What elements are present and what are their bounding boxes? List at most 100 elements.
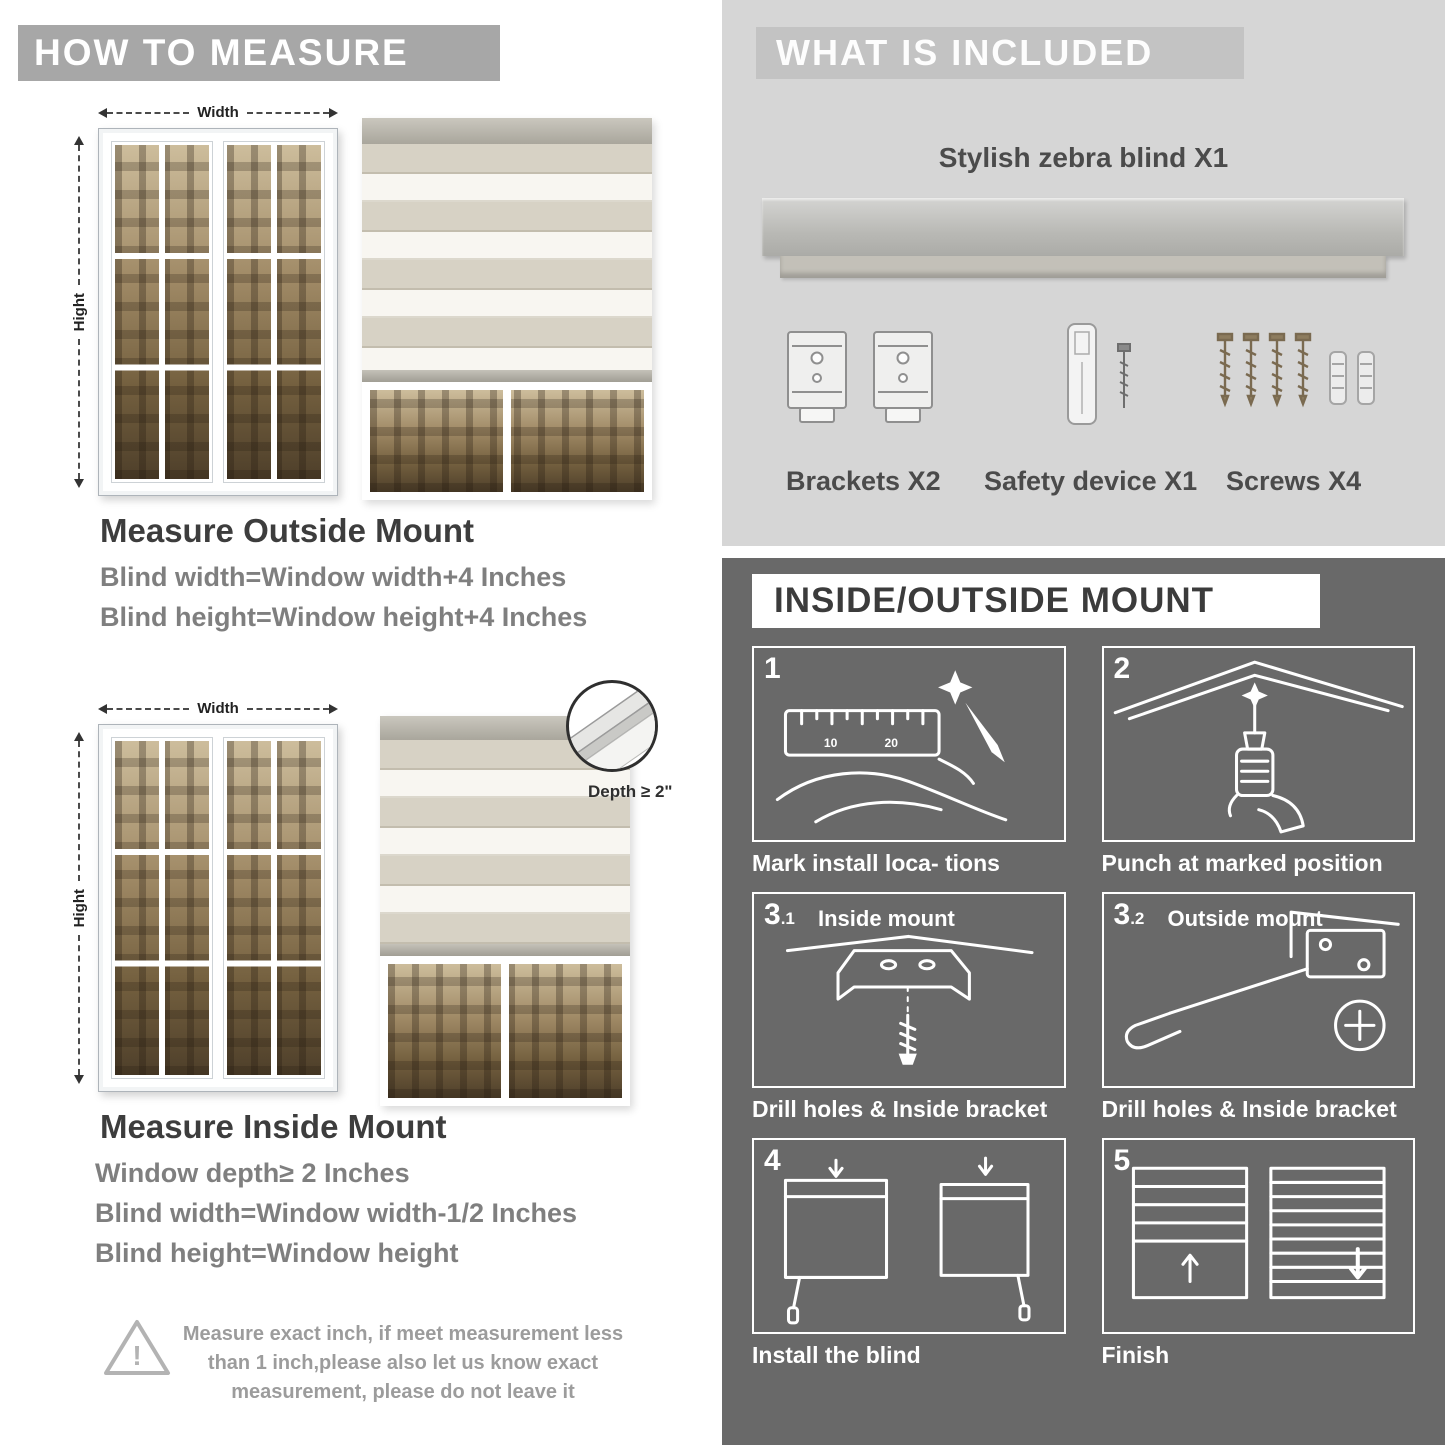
svg-text:10: 10: [824, 736, 838, 750]
inside-mount-line2: Blind width=Window width-1/2 Inches: [95, 1198, 578, 1228]
dashed-line: [246, 111, 330, 114]
mount-step-4: 4: [752, 1138, 1066, 1374]
step-number: 1: [764, 652, 781, 686]
svg-text:20: 20: [884, 736, 898, 750]
window-illustration-inside: [98, 724, 338, 1092]
window-frame-corner-icon: [569, 683, 655, 769]
step-number-text: 3: [764, 898, 781, 931]
mount-steps-grid: 1 10 20: [752, 646, 1415, 1384]
step-caption: Mark install loca- tions: [752, 850, 1000, 876]
inside-bracket-illustration: [785, 934, 1034, 1065]
height-label: Hight: [70, 292, 88, 332]
how-to-measure-banner: HOW TO MEASURE: [18, 25, 500, 81]
inside-mount-title: Measure Inside Mount: [100, 1108, 447, 1145]
window-muntins: [227, 145, 321, 479]
safety-device-label: Safety device X1: [984, 466, 1198, 496]
dashed-line: [78, 145, 80, 285]
step-number-text: 3: [1113, 898, 1131, 931]
height-dimension-arrow: Hight: [70, 732, 88, 1085]
arrowhead-up-icon: [74, 136, 84, 145]
step-number: 4: [764, 1144, 781, 1178]
mount-step-5: 5 Finish: [1101, 1138, 1415, 1374]
safety-device-icon: [1067, 323, 1131, 425]
zebra-blind-illustration-inside: [380, 716, 630, 1106]
mount-step-2: 2: [1101, 646, 1415, 882]
dashed-line: [246, 707, 330, 710]
step-panel: 3.2 Outside mount: [1101, 892, 1415, 1088]
depth-detail-circle: [566, 680, 658, 772]
step-panel: 5: [1101, 1138, 1415, 1334]
dashed-line: [107, 111, 190, 114]
step-number: 5: [1114, 1144, 1131, 1178]
window-muntins: [115, 145, 209, 479]
zebra-blind-quantity-label: Stylish zebra blind X1: [938, 142, 1229, 173]
arrowhead-down-icon: [74, 479, 84, 489]
width-dimension-arrow: Width: [98, 104, 339, 121]
window-glass-photo: [370, 390, 644, 492]
arrowhead-down-icon: [74, 1075, 84, 1085]
blind-bottom-rail: [380, 944, 630, 956]
step-number-text: 4: [764, 1144, 781, 1177]
arrowhead-left-icon: [98, 107, 107, 118]
inside-outside-mount-title: INSIDE/OUTSIDE MOUNT: [774, 581, 1215, 620]
step-number: 2: [1114, 652, 1131, 686]
blind-cassette: [362, 118, 652, 144]
step-panel: 4: [752, 1138, 1066, 1334]
dashed-line: [78, 741, 80, 881]
window-illustration-outside: [98, 128, 338, 496]
zebra-blind-illustration-outside: [362, 118, 652, 500]
step-panel: 3.1 Inside mount: [752, 892, 1066, 1088]
window-casement: [111, 141, 213, 483]
step-title: Inside mount: [818, 906, 955, 931]
blind-headrail-image: [762, 198, 1404, 256]
step-caption: Finish: [1101, 1342, 1170, 1368]
what-is-included-banner: WHAT IS INCLUDED: [756, 27, 1244, 79]
screws-icon: [1216, 332, 1375, 408]
svg-text:!: !: [132, 1340, 141, 1371]
dashed-line: [107, 707, 190, 710]
measure-warning-note: Measure exact inch, if meet measurement …: [182, 1323, 624, 1403]
mount-instructions-section: INSIDE/OUTSIDE MOUNT 1: [722, 558, 1445, 1445]
screw-icon: [1117, 343, 1131, 408]
dashed-line: [78, 935, 80, 1076]
wall-anchors-icon: [1329, 351, 1375, 405]
mount-step-3-1: 3.1 Inside mount: [752, 892, 1066, 1128]
blind-bottom-rail: [362, 370, 652, 382]
outside-mount-line2: Blind height=Window height+4 Inches: [100, 602, 588, 632]
mount-step-3-2: 3.2 Outside mount: [1101, 892, 1415, 1128]
step-caption: Punch at marked position: [1101, 850, 1383, 876]
screws-label: Screws X4: [1226, 466, 1362, 496]
width-label: Width: [197, 700, 239, 717]
step-title: Outside mount: [1167, 906, 1323, 931]
step-caption: Drill holes & Inside bracket: [1101, 1096, 1397, 1122]
drill-illustration: [1113, 660, 1404, 834]
step-panel: 1 10 20: [752, 646, 1066, 842]
window-below-blind: [380, 956, 630, 1106]
window-casement: [223, 141, 325, 483]
window-below-blind: [362, 382, 652, 500]
height-label: Hight: [70, 888, 88, 928]
window-muntins: [227, 741, 321, 1075]
window-casement: [111, 737, 213, 1079]
inside-mount-line1: Window depth≥ 2 Inches: [95, 1158, 410, 1188]
depth-requirement-label: Depth ≥ 2": [588, 782, 673, 801]
window-casement: [223, 737, 325, 1079]
what-is-included-section: WHAT IS INCLUDED Stylish zebra blind X1: [722, 0, 1445, 546]
window-glass-photo: [388, 964, 622, 1098]
inside-outside-mount-banner: INSIDE/OUTSIDE MOUNT: [752, 574, 1320, 628]
arrowhead-right-icon: [329, 703, 339, 714]
what-is-included-title: WHAT IS INCLUDED: [776, 32, 1154, 73]
install-blind-illustration: [783, 1156, 1031, 1325]
mount-step-1: 1 10 20: [752, 646, 1066, 882]
step-panel: 2: [1101, 646, 1415, 842]
arrowhead-up-icon: [74, 732, 84, 741]
window-muntins: [115, 741, 209, 1075]
warning-triangle-icon: !: [104, 1320, 170, 1375]
step-number-sub: .2: [1130, 909, 1145, 928]
arrowhead-left-icon: [98, 703, 107, 714]
dashed-line: [78, 339, 80, 480]
brackets-label: Brackets X2: [786, 466, 941, 496]
step-number: 3.1: [764, 898, 795, 932]
step-number-text: 1: [764, 652, 781, 685]
